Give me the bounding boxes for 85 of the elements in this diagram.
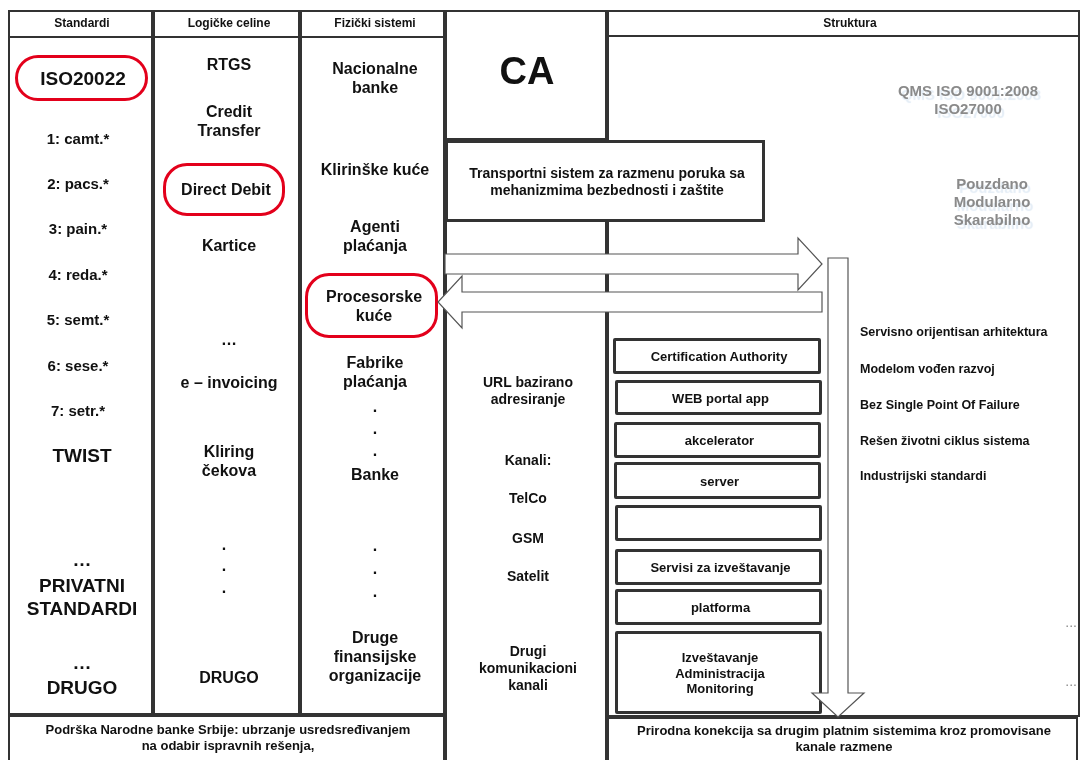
ellipsis: … [71,548,93,572]
block-arrow [810,257,866,718]
list-item: 1: camt.* [45,130,111,148]
standard-label: ISO20022 [39,67,127,91]
column-header: Fizički sistemi [333,15,417,31]
list-item: 7: setr.* [49,402,107,420]
ellipsis: ... [1064,672,1077,690]
component-box [614,462,821,499]
component-box [615,549,822,585]
ellipsis: . [371,536,379,556]
component-box [615,380,822,415]
item-label: Direct Debit [180,180,272,200]
component-box [614,422,821,458]
table-cell [445,10,607,140]
feature-text: Rešen životni ciklus sistema [860,433,1031,449]
ellipsis: . [371,582,379,602]
list-item: Fabrike plaćanja [342,352,408,392]
column-header: Struktura [822,15,878,31]
footer-text: Prirodna konekcija sa drugim platnim sistemima kroz promovisane kanale razmene [636,723,1052,755]
note-text: QMS ISO 9001:2008 ISO27000 [896,82,1040,118]
list-item: URL bazirano adresiranje [482,374,574,408]
component-box [613,338,821,374]
list-item: 3: pain.* [47,220,109,238]
list-item: 2: pacs.* [46,175,110,193]
list-item: 5: semt.* [45,311,111,329]
ellipsis: . [371,419,379,439]
ellipsis: . [220,578,228,598]
feature-text: Servisno orijentisan arhitektura [860,324,1049,340]
column-header: Standardi [53,15,111,31]
note-text: Pouzdano Modularno Skarabilno [952,175,1032,229]
column-header: Logičke celine [186,15,272,31]
box-label: WEB portal app [671,390,770,407]
list-item: 6: sese.* [46,357,110,375]
list-item: DRUGO [45,676,119,700]
ellipsis: . [371,441,379,461]
box-label: platforma [689,600,752,616]
block-arrow [437,274,823,330]
list-item: Drugi komunikacioni kanali [478,642,578,694]
list-item: 4: reda.* [47,266,109,284]
list-item: GSM [511,529,545,547]
ellipsis: … [220,330,238,350]
list-item: Credit Transfer [196,101,262,141]
list-item: Agenti plaćanja [342,216,408,256]
item-label: Procesorske kuće [324,286,424,326]
list-item: Druge finansijske organizacije [327,628,423,686]
component-box [615,631,822,714]
box-label: akcelerator [683,433,756,449]
list-item: Klirinške kuće [319,160,431,180]
table-column [8,10,153,715]
list-item: RTGS [205,55,253,75]
list-item: DRUGO [198,668,260,688]
feature-text: Bez Single Point Of Failure [860,397,1021,413]
block-arrow [444,236,823,292]
ellipsis: . [371,559,379,579]
feature-text: Modelom vođen razvoj [860,361,996,377]
footer-text: Podrška Narodne banke Srbije: ubrzanje usredsređivanjem na odabir ispravnih rešenja, [44,722,412,754]
box-label: server [698,473,740,490]
list-item: Satelit [506,567,550,585]
box-label: Certification Authority [649,349,789,365]
ellipsis: . [371,397,379,417]
list-item: PRIVATNI STANDARDI [25,575,139,621]
process-box [445,140,765,222]
box-label: Izveštavanje Administracija Monitoring [674,649,766,697]
feature-text: Industrijski standardi [860,468,988,484]
box-label: Servisi za izveštavanje [649,560,792,576]
component-box [615,505,822,541]
table-column [153,10,300,715]
list-item: Kartice [200,236,258,256]
list-item: TelCo [508,489,548,507]
table-cell [8,715,445,760]
list-item: Banke [350,465,400,485]
ellipsis: . [220,556,228,576]
component-box [615,589,822,625]
list-item: TWIST [51,444,113,468]
ellipsis: ... [1064,613,1077,631]
list-item: Kanali: [503,451,553,469]
list-item: Nacionalne banke [331,58,419,98]
table-cell [607,717,1078,760]
table-column [300,10,445,715]
list-item: e – invoicing [179,373,279,393]
ca-label: CA [498,49,556,95]
list-item: Kliring čekova [200,441,258,481]
ellipsis: … [71,651,93,675]
box-label: Transportni sistem za razmenu poruka sa mehanizmima bezbednosti i zaštite [468,165,746,199]
ellipsis: . [220,535,228,555]
